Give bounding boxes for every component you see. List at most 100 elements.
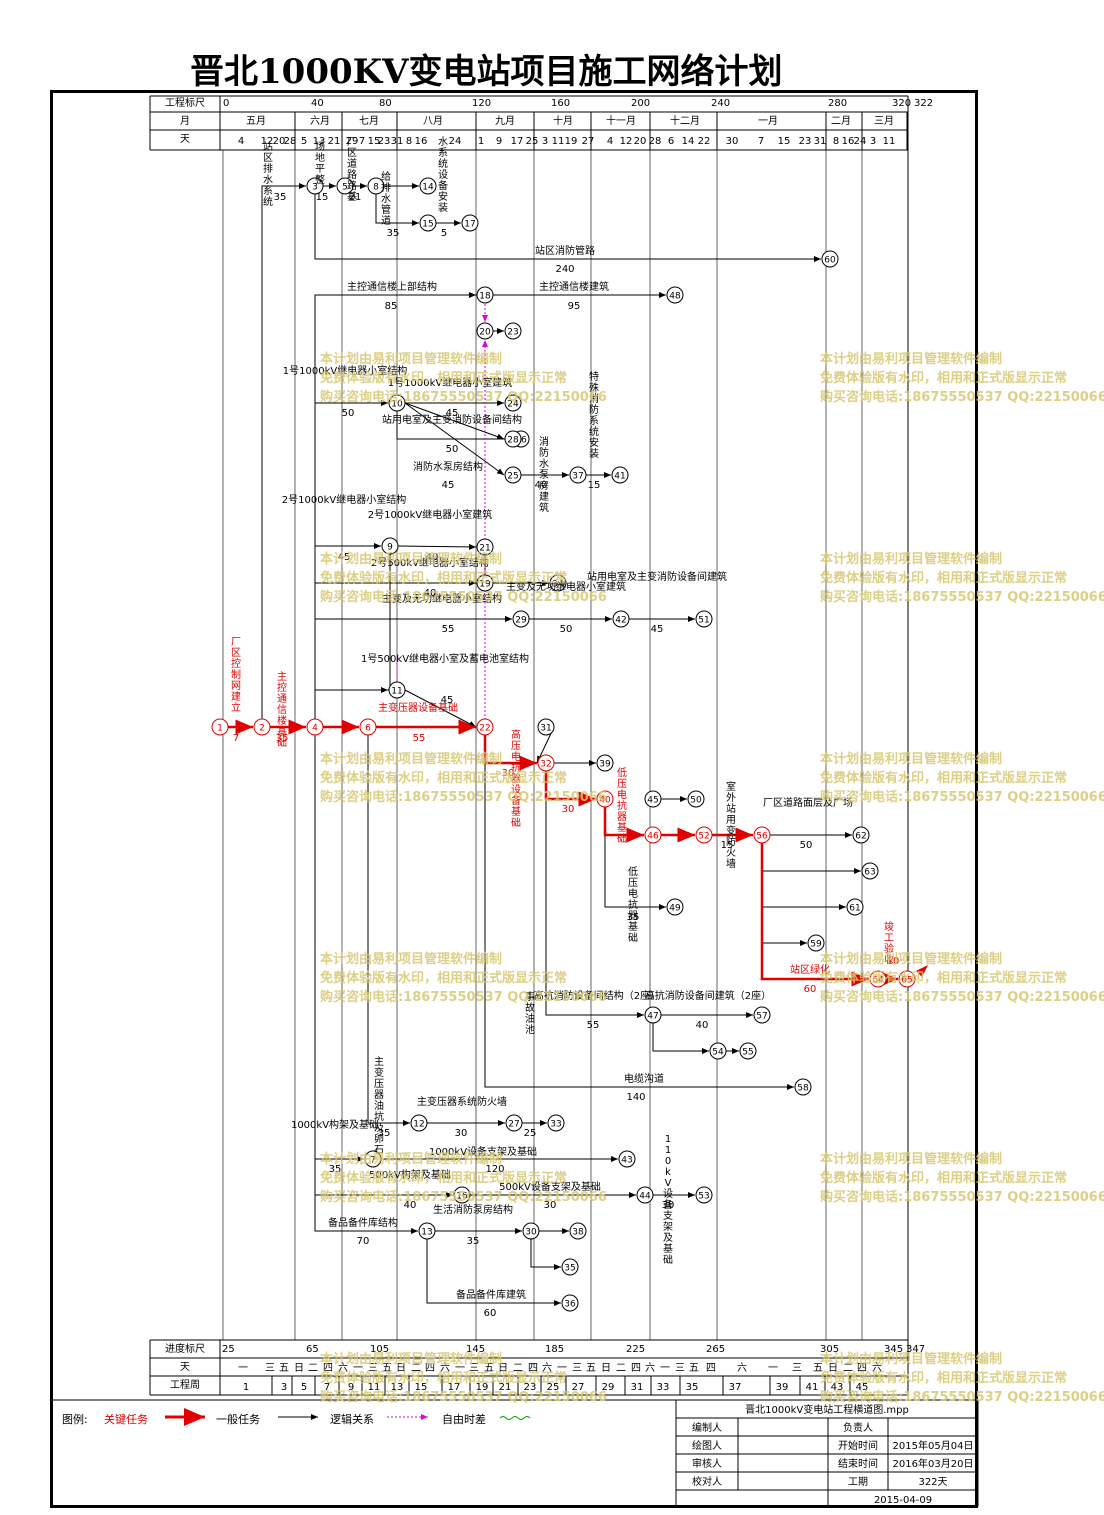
task-duration: 55	[587, 1020, 600, 1031]
task-name: 泵	[539, 469, 549, 481]
header-day: 14	[682, 136, 695, 147]
header-scale-tick: 320	[892, 98, 911, 109]
header-day: 24	[854, 136, 867, 147]
footer-scale-tick: 265	[706, 1344, 725, 1355]
footer-weekday: 一	[768, 1363, 778, 1374]
footer-week: 35	[686, 1382, 699, 1393]
critical-task-name: 础	[277, 737, 287, 749]
legend-float-line	[499, 1416, 531, 1420]
task-arrow	[404, 402, 505, 440]
task-name: 压	[374, 1078, 384, 1090]
footer-weekday: 三	[265, 1363, 275, 1374]
header-month: 六月	[310, 115, 330, 127]
event-node-label: 23	[507, 328, 518, 338]
event-node-label: 46	[647, 832, 659, 842]
event-node	[388, 394, 406, 412]
footer-week: 25	[547, 1382, 560, 1393]
task-name: 高抗消防设备间建筑（2座）	[645, 989, 771, 1002]
task-duration: 140	[626, 1092, 645, 1103]
footer-row-label: 进度标尺	[165, 1342, 205, 1355]
chart-frame	[50, 90, 978, 1508]
footer-week: 13	[391, 1382, 404, 1393]
task-duration: 35	[387, 228, 400, 239]
task-duration: 45	[338, 552, 351, 563]
event-node-label: 4	[312, 724, 318, 734]
footer-week: 9	[348, 1382, 354, 1393]
footer-weekday: 二	[411, 1363, 421, 1374]
task-duration: 35	[329, 1164, 342, 1175]
event-node	[569, 1222, 587, 1240]
critical-task-name: 楼	[277, 714, 287, 727]
task-duration: 45	[446, 408, 459, 419]
header-month: 十月	[553, 114, 573, 127]
task-arrow	[761, 843, 807, 946]
footer-scale-tick: 347	[906, 1344, 925, 1355]
critical-task-name: 基	[277, 725, 287, 738]
info-label: 开始时间	[838, 1439, 878, 1452]
task-name: 500kV构架及基础	[369, 1168, 451, 1181]
task-duration: 5	[441, 228, 447, 239]
task-name: 水	[381, 193, 391, 205]
critical-task-name: 压	[617, 778, 627, 790]
task-arrow	[530, 1239, 561, 1270]
header-scale-tick: 80	[379, 98, 392, 109]
event-node	[306, 718, 324, 736]
task-name: 电缆沟道	[624, 1072, 664, 1085]
task-name: 防	[589, 403, 599, 416]
task-name: 事	[525, 990, 535, 1003]
critical-task-name: 控	[277, 681, 287, 694]
header-day: 19	[565, 136, 578, 147]
info-label: 审核人	[692, 1457, 722, 1470]
footer-weekday: 六	[338, 1362, 348, 1374]
task-name: 设	[438, 169, 448, 181]
event-node	[846, 898, 864, 916]
footer-week: 27	[572, 1382, 585, 1393]
task-name: 区	[263, 152, 273, 164]
critical-task-name: 通	[277, 693, 287, 705]
event-node	[388, 681, 406, 699]
critical-arrow	[603, 807, 644, 843]
event-node-label: 22	[479, 724, 490, 734]
task-name: 主控通信楼上部结构	[347, 280, 437, 293]
event-node-label: 16	[456, 1192, 468, 1202]
task-duration: 35	[378, 1128, 391, 1139]
task-name: 外	[726, 792, 736, 804]
event-node	[418, 1222, 436, 1240]
task-name: 故	[525, 1001, 535, 1014]
task-duration: 35	[274, 192, 287, 203]
event-node	[381, 537, 399, 555]
task-arrow	[314, 194, 821, 262]
header-day: 31	[391, 136, 404, 147]
footer-week: 15	[415, 1382, 428, 1393]
header-day: 20	[273, 136, 286, 147]
info-label: 编制人	[692, 1421, 722, 1434]
event-node	[898, 970, 916, 988]
event-node	[869, 970, 887, 988]
event-node-label: 43	[621, 1156, 632, 1166]
legend-float: 自由时差	[442, 1413, 486, 1426]
event-node	[547, 1114, 565, 1132]
event-node	[644, 1006, 662, 1024]
event-node-label: 2	[259, 724, 265, 734]
task-arrow	[426, 1239, 561, 1306]
task-duration: 30	[544, 1200, 557, 1211]
event-node	[612, 610, 630, 628]
event-node-label: 27	[508, 1120, 519, 1130]
task-name: 整	[315, 173, 325, 186]
task-name: 基	[628, 920, 638, 933]
task-name: 水	[438, 136, 448, 148]
task-name: 防	[539, 446, 549, 459]
event-node	[453, 1186, 471, 1204]
header-row-label: 天	[180, 134, 190, 145]
event-node	[476, 322, 494, 340]
header-scale-tick: 160	[551, 98, 570, 109]
header-day: 7	[359, 136, 365, 147]
event-node-label: 63	[864, 868, 875, 878]
task-name: 殊	[589, 381, 599, 394]
event-node	[666, 286, 684, 304]
critical-task-name: 竣	[884, 920, 894, 933]
critical-task-name: 器	[617, 811, 627, 823]
footer-weekday: 六	[872, 1362, 882, 1374]
footer-week: 31	[631, 1382, 644, 1393]
footer-weekday: 四	[857, 1363, 867, 1374]
